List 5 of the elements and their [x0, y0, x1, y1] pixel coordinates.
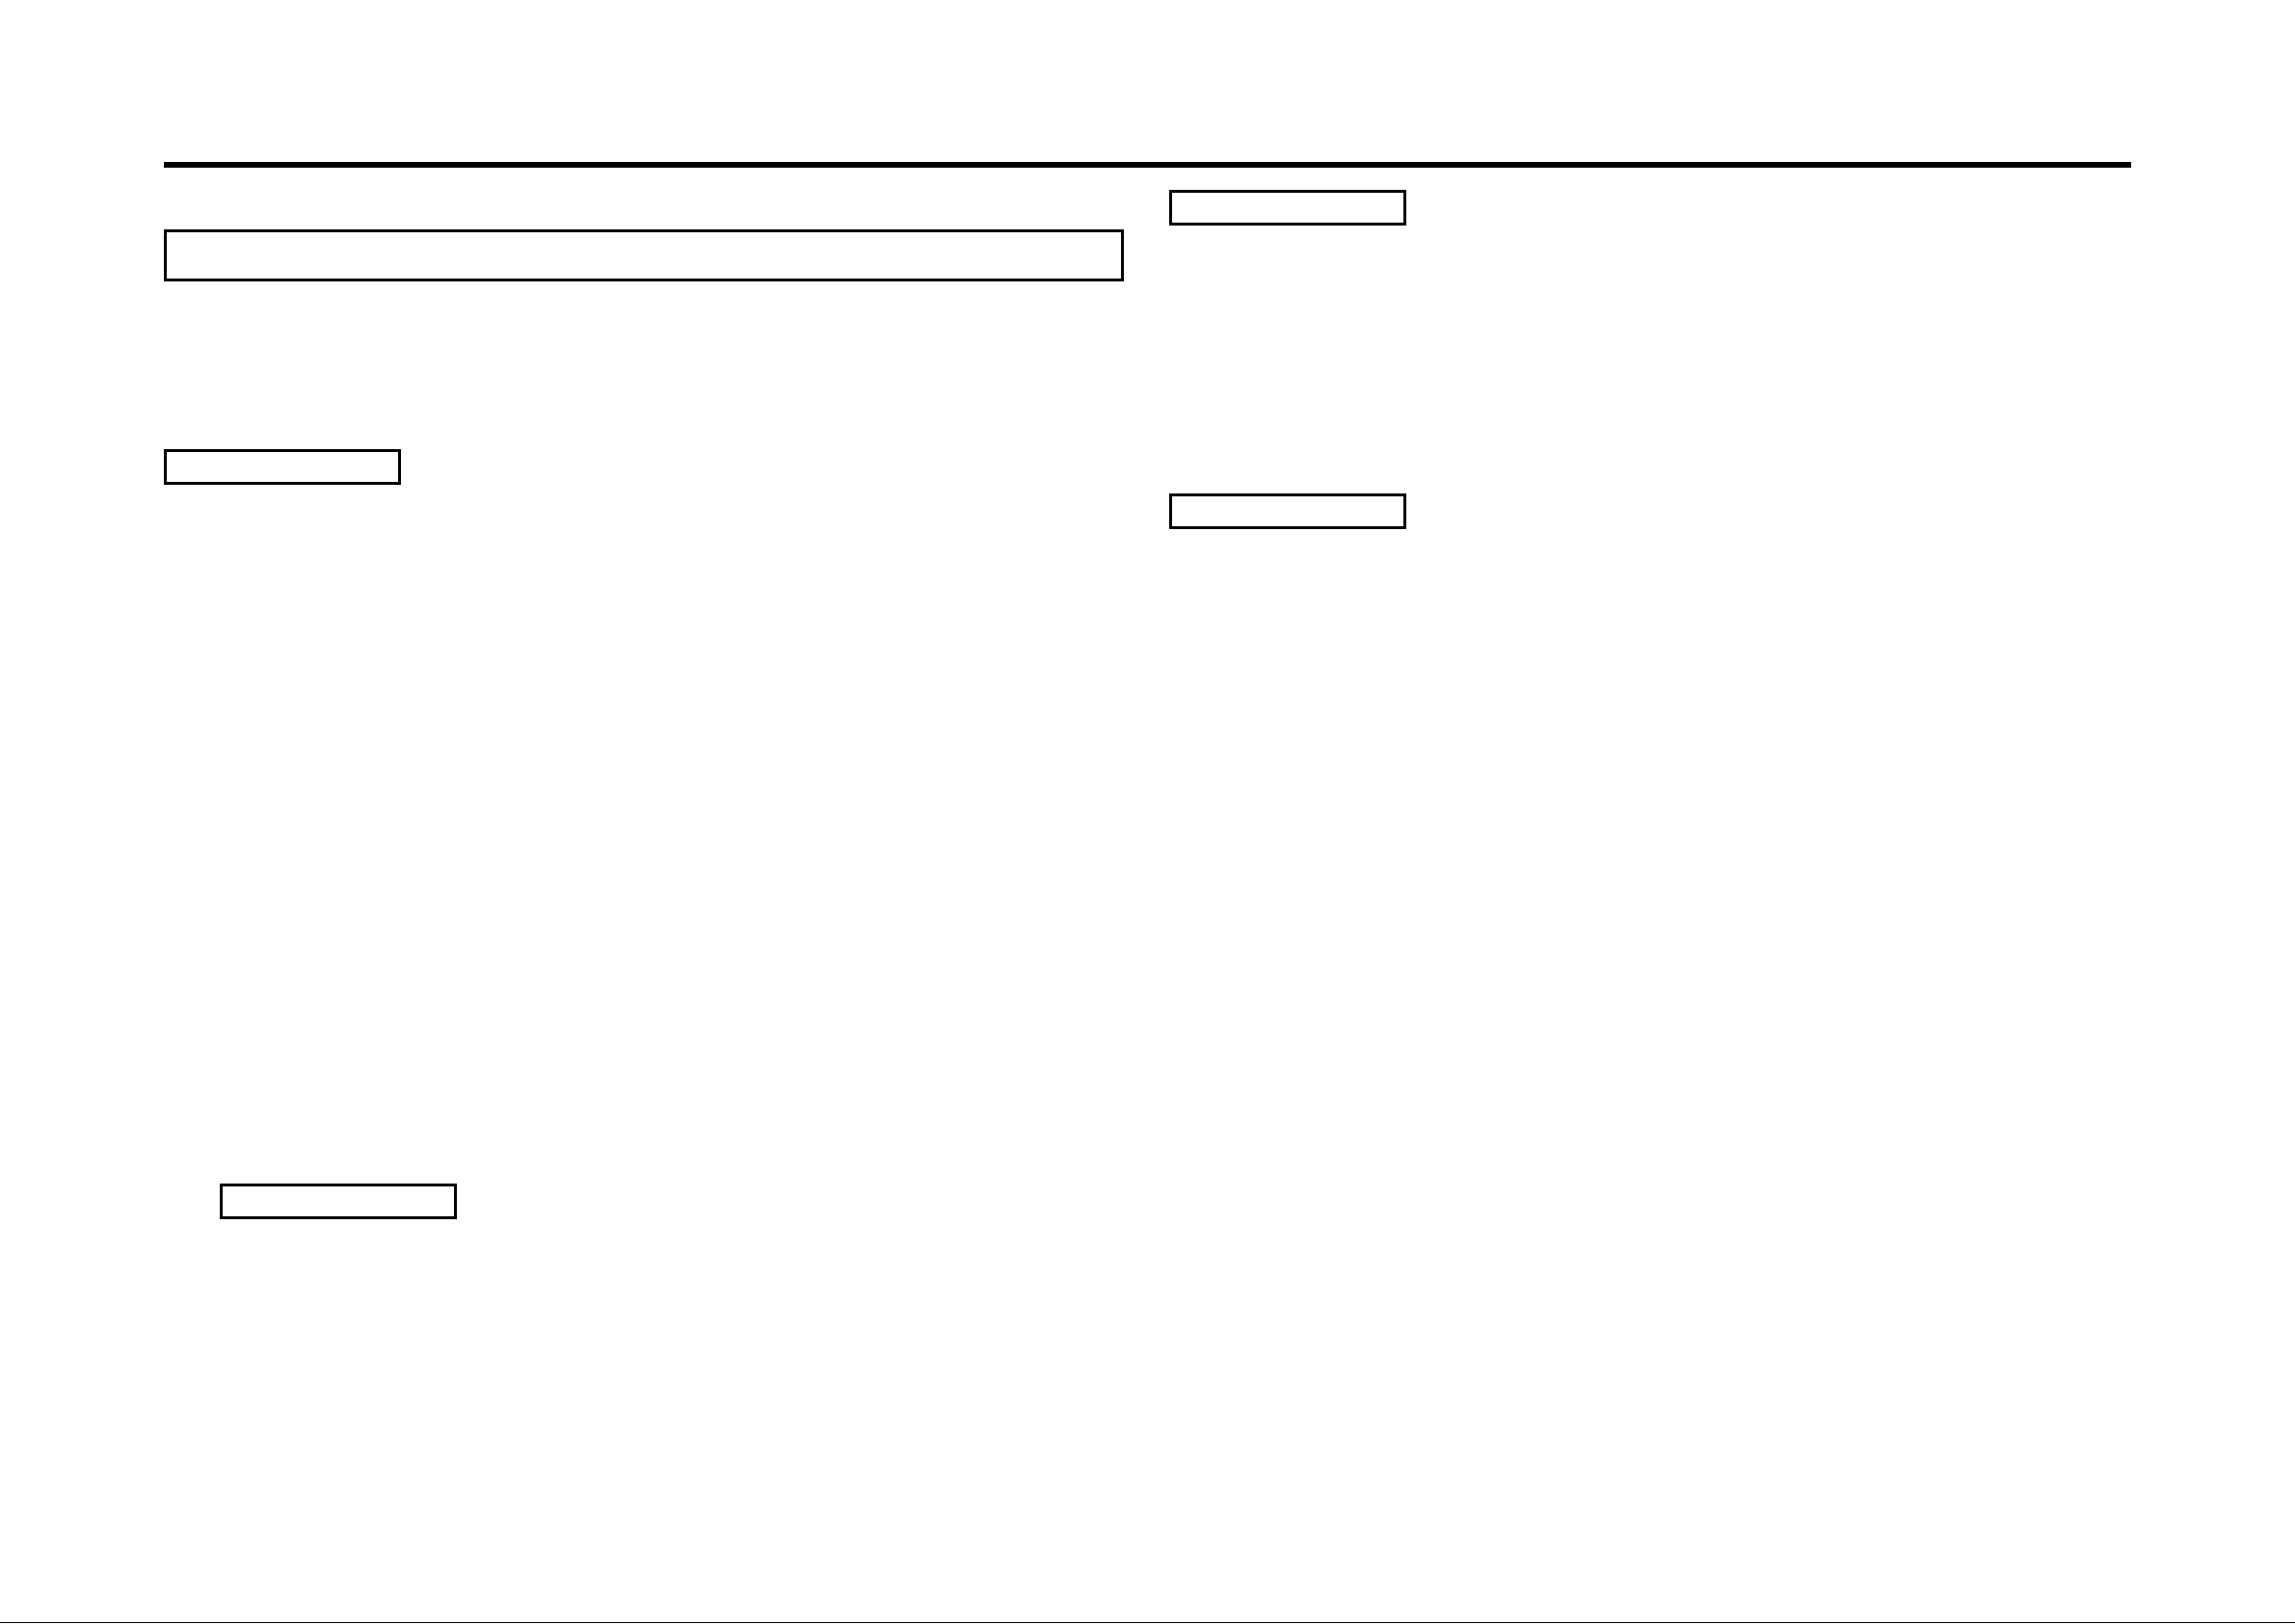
empty-box: [1169, 493, 1406, 529]
empty-box: [220, 1184, 457, 1219]
empty-box: [164, 449, 401, 485]
empty-box: [1169, 190, 1406, 226]
empty-box: [164, 229, 1124, 281]
